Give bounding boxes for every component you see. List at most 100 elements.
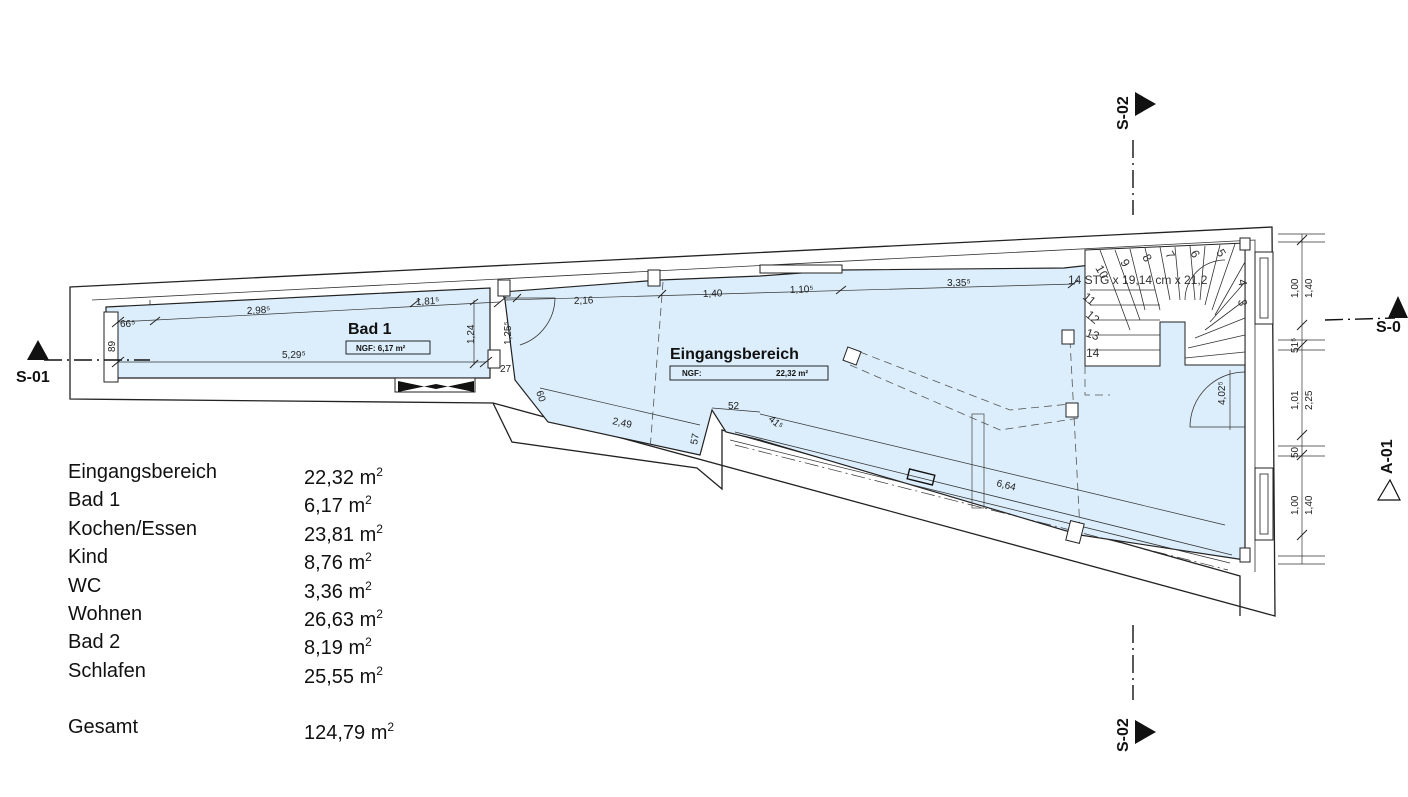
legend-row: Kind 8,76 m2: [68, 543, 468, 574]
corner-post-bottom: [1239, 547, 1251, 563]
legend-area-unit-exponent: 2: [376, 521, 383, 536]
dim-529: 5,29⁵: [282, 350, 306, 361]
facade-axis: [734, 444, 1229, 571]
legend-area-unit-exponent: 2: [376, 465, 383, 479]
ngf-eingang-label: NGF:: [682, 369, 702, 378]
dim-216: 2,16: [574, 295, 594, 307]
stair-step-14: 14: [1086, 346, 1100, 360]
door-swing-right: [1189, 371, 1246, 428]
facade-line-1: [729, 439, 1231, 564]
section-label-s01-right: S-0: [1376, 319, 1401, 336]
fixture-3: [1065, 402, 1079, 418]
stair-step-13: 13: [1084, 326, 1102, 344]
dim-57: 57: [689, 432, 702, 445]
dim-line-52: [711, 407, 761, 413]
facade-line-2: [734, 431, 1233, 556]
corner-post-top: [1239, 237, 1251, 251]
window-right-2: [1254, 467, 1274, 541]
legend-room-area: 6,17 m2: [304, 486, 372, 520]
stair-label: 14 STG x 19,14 cm x 21,2: [1068, 273, 1208, 287]
dashed-line-3: [859, 351, 1071, 411]
legend-area-value: 8,76 m: [304, 552, 366, 575]
dim-line-664: [759, 413, 1226, 526]
dim-line-top-eingang: [504, 283, 1076, 301]
staircase: [1084, 242, 1246, 396]
legend-room-name: WC: [68, 574, 102, 597]
legend-area-unit-exponent: 2: [387, 720, 395, 735]
legend-room-area: 8,19 m2: [304, 628, 372, 662]
dim-r-100b: 1,00: [1290, 495, 1301, 515]
dim-181: 1,81⁵: [416, 296, 440, 308]
legend-spacer: [68, 685, 468, 713]
legend-room-area: 3,36 m2: [304, 572, 372, 606]
dim-89: 89: [107, 340, 118, 352]
inner-wall-line: [91, 239, 1256, 572]
legend-area-value: 23,81 m: [304, 523, 377, 546]
legend-room-area: 22,32 m2: [304, 458, 383, 492]
outer-wall-lower-step: [492, 402, 1241, 616]
legend-room-area: 26,63 m2: [304, 600, 383, 634]
opening-3: [487, 349, 501, 369]
legend-room-area: 8,76 m2: [304, 543, 372, 577]
legend-row: Bad 1 6,17 m2: [68, 486, 468, 517]
section-label-s02-bottom: S-02: [1115, 718, 1132, 752]
right-dim-chain: [1278, 233, 1325, 565]
dim-r-51: 51⁵: [1290, 338, 1301, 353]
legend-row: WC 3,36 m2: [68, 572, 468, 603]
legend-area-value: 124,79 m: [304, 722, 388, 745]
legend-area-unit-exponent: 2: [376, 663, 383, 678]
opening-1: [497, 279, 511, 297]
ngf-box-bad1: [345, 340, 431, 355]
legend-room-area: 25,55 m2: [304, 657, 383, 691]
legend-room-name: Schlafen: [68, 659, 146, 682]
view-label-a01: A-01: [1379, 439, 1396, 474]
legend-room-area: 124,79 m2: [304, 713, 394, 747]
opening-4: [759, 264, 843, 274]
window-right-1: [1254, 251, 1274, 325]
legend-area-unit-exponent: 2: [365, 578, 372, 593]
fixture-2: [1061, 329, 1075, 345]
room-label-eingang: Eingangsbereich: [670, 346, 799, 363]
dim-52: 52: [728, 401, 740, 412]
dim-line-249: [539, 387, 701, 426]
fixture-1: [842, 346, 862, 366]
view-marker-a01-icon: [1376, 478, 1401, 501]
legend-area-value: 6,17 m: [304, 495, 366, 518]
legend-area-unit-exponent: 2: [365, 493, 372, 508]
dim-140: 1,40: [703, 288, 723, 300]
bad1-shaft-marker: [398, 381, 474, 392]
dim-line-top-bad1: [117, 301, 501, 323]
legend-room-name: Bad 2: [68, 631, 121, 654]
legend-room-name: Bad 1: [68, 489, 121, 512]
legend-row: Eingangsbereich 22,32 m2: [68, 458, 468, 489]
legend-area-value: 25,55 m: [304, 665, 377, 688]
section-marker-s01-left-icon: [27, 340, 49, 360]
dim-664: 6,64: [995, 478, 1017, 493]
legend-row: Bad 2 8,19 m2: [68, 628, 468, 659]
dim-60: 60: [533, 389, 547, 404]
stair-step-4: 4: [1235, 278, 1250, 287]
legend-area-unit-exponent: 2: [376, 606, 383, 621]
stair-step-10: 10: [1092, 263, 1111, 282]
dim-298: 2,98⁵: [247, 305, 271, 317]
legend-area-value: 22,32 m: [304, 467, 377, 489]
legend-area-value: 3,36 m: [304, 580, 366, 603]
ngf-eingang-value: 22,32 m²: [776, 369, 808, 378]
legend-area-value: 26,63 m: [304, 608, 377, 631]
dim-ticks-eingang: [512, 279, 1079, 303]
dim-402: 4,02⁵: [1217, 381, 1228, 405]
dashed-line-2: [849, 364, 1081, 431]
legend-room-name: Eingangsbereich: [68, 461, 217, 483]
ngf-bad1: NGF: 6,17 m²: [356, 344, 406, 353]
dim-r-140a: 1,40: [1304, 278, 1315, 298]
section-marker-s02-top-icon: [1135, 92, 1156, 116]
dim-r-140b: 1,40: [1304, 495, 1315, 515]
dim-66: 66⁵: [120, 319, 135, 330]
window-right-1-sash: [1259, 257, 1269, 319]
section-axis-s01-right: [1324, 317, 1396, 321]
legend-room-name: Kind: [68, 546, 109, 569]
